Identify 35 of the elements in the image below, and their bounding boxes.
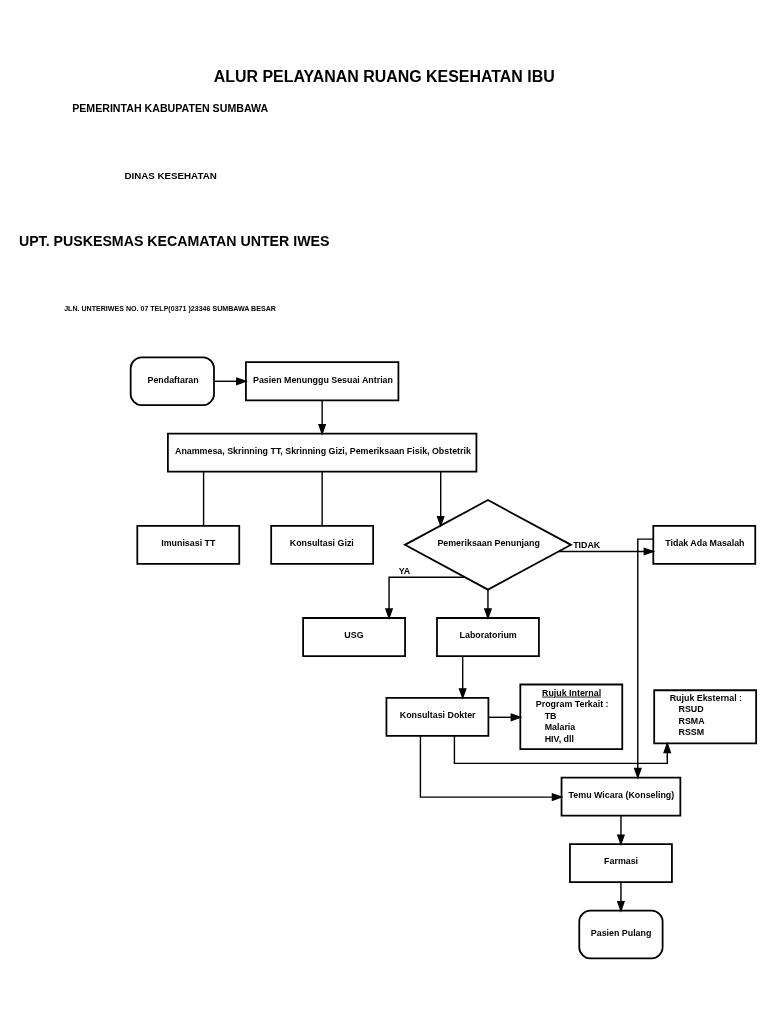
node-box: Farmasi [569,842,673,883]
node-box: Pendaftaran [129,355,215,406]
node-box: Tidak Ada Masalah [652,524,757,565]
label: PEMERINTAH KABUPATEN SUMBAWA [72,101,269,114]
node-box: Konsultasi Dokter [385,696,490,737]
arrow [458,655,467,700]
connector [321,470,323,526]
arrow [616,814,626,846]
arrow [633,537,654,779]
label: DINAS KESEHATAN [124,169,217,181]
node-box: Imunisasi TT [136,524,241,565]
node-box: Laboratorium [436,616,540,657]
node-box: USG [302,616,406,657]
node-box: Konsultasi Gizi [270,524,375,565]
node-box: Rujuk Eksternal : RSUD RSMA RSSM [653,688,758,744]
edge-label: TIDAK [573,539,601,550]
node-box: Anammesa, Skrinning TT, Skrinning Gizi, Pemeriksaan Fisik, Obstetrik [167,432,478,473]
label: UPT. PUSKESMAS KECAMATAN UNTER IWES [18,232,330,249]
arrow [483,588,493,620]
arrow [558,546,656,556]
arrow [616,881,626,913]
node-box: Rujuk Internal Program Terkait : TB Malaria HIV, dll [519,683,624,750]
arrow [453,734,672,764]
edge-label: YA [398,565,411,576]
diagram-title: ALUR PELAYANAN RUANG KESEHATAN IBU [213,67,555,85]
node-box: Pasien Pulang [578,909,664,959]
arrow [419,735,564,801]
connector [202,470,205,526]
arrow [487,712,523,721]
node-box: Temu Wicara (Konseling) [560,776,682,817]
arrow [213,376,248,385]
node-box: Pasien Menunggu Sesuai Antrian [245,360,400,401]
arrow [436,470,445,528]
arrow [318,399,327,436]
arrow [384,576,466,620]
